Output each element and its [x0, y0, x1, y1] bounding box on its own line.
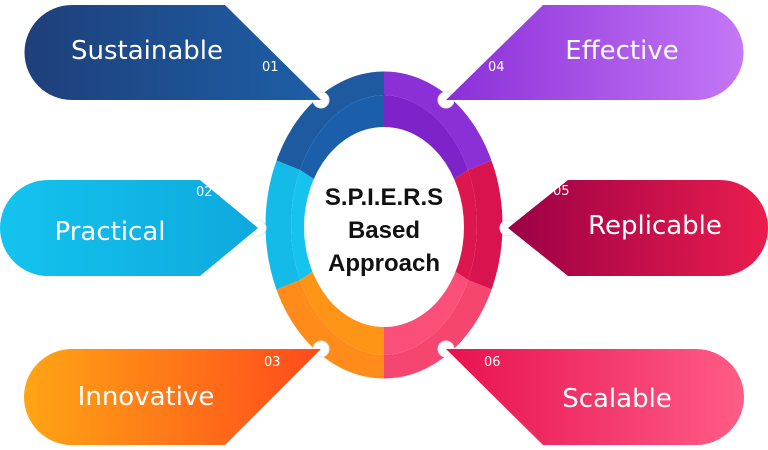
pill-innovative	[24, 349, 321, 445]
ring-segment-scalable	[384, 280, 493, 381]
ring-segment-sustainable	[275, 69, 384, 170]
label-sustainable: Sustainable	[71, 36, 223, 66]
number-02: 02	[196, 185, 213, 200]
label-practical: Practical	[54, 217, 165, 247]
pill-practical	[0, 180, 258, 276]
center-hub	[304, 127, 464, 327]
number-03: 03	[264, 355, 281, 370]
number-04: 04	[488, 60, 505, 75]
label-scalable: Scalable	[562, 384, 672, 414]
ring-segment-effective	[384, 69, 493, 170]
label-innovative: Innovative	[78, 382, 215, 412]
label-effective: Effective	[565, 36, 678, 66]
pill-effective	[446, 5, 744, 100]
pill-replicable	[508, 180, 768, 276]
number-06: 06	[484, 355, 501, 370]
pill-scalable	[446, 349, 744, 445]
number-01: 01	[262, 60, 279, 75]
label-replicable: Replicable	[588, 211, 722, 241]
pill-sustainable	[24, 5, 322, 100]
center-title-line-2: Based	[348, 217, 420, 244]
number-05: 05	[553, 184, 570, 199]
center-title-line-1: S.P.I.E.R.S	[325, 184, 443, 211]
outer-ring	[263, 69, 505, 381]
ring-segment-innovative	[275, 280, 384, 381]
ring-segment-replicable	[468, 160, 505, 290]
center-title-line-3: Approach	[328, 250, 440, 277]
ring-segment-practical	[263, 160, 300, 290]
